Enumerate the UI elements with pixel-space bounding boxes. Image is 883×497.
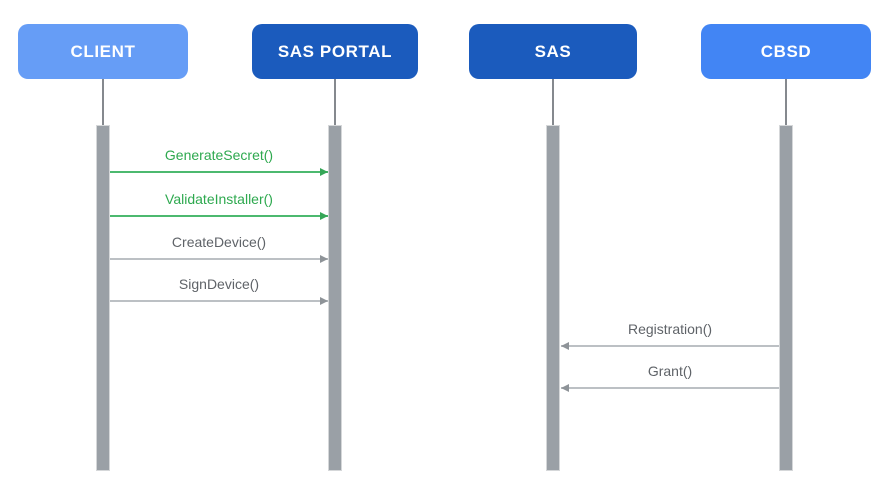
message-label-generatesecret: GenerateSecret(): [164, 147, 274, 163]
actor-label-sas-portal: SAS PORTAL: [277, 41, 393, 61]
actor-label-sas: SAS: [534, 41, 572, 61]
message-label-grant: Grant(): [647, 363, 693, 379]
message-arrow-signdevice: [110, 297, 328, 305]
message-label-createdevice: CreateDevice(): [171, 234, 267, 250]
message-label-registration: Registration(): [627, 321, 713, 337]
actor-box-cbsd: CBSD: [701, 24, 871, 79]
message-arrow-registration: [561, 342, 779, 350]
actor-label-cbsd: CBSD: [760, 41, 812, 61]
arrowhead-left-icon: [561, 384, 569, 392]
message-label-signdevice: SignDevice(): [178, 276, 260, 292]
message-arrow-grant: [561, 384, 779, 392]
arrowhead-right-icon: [320, 255, 328, 263]
lifeline-client: [102, 79, 104, 127]
message-label-validateinstaller: ValidateInstaller(): [165, 191, 273, 207]
arrowhead-right-icon: [320, 297, 328, 305]
arrowhead-right-icon: [320, 168, 328, 176]
arrowhead-left-icon: [561, 342, 569, 350]
lifeline-cbsd: [785, 79, 787, 127]
activation-bar-sas-portal: [328, 125, 342, 471]
message-arrow-validateinstaller: [110, 212, 328, 220]
activation-bar-cbsd: [779, 125, 793, 471]
activation-bar-client: [96, 125, 110, 471]
lifeline-sas-portal: [334, 79, 336, 127]
actor-box-sas-portal: SAS PORTAL: [252, 24, 418, 79]
arrowhead-right-icon: [320, 212, 328, 220]
actor-label-client: CLIENT: [70, 41, 136, 61]
actor-box-sas: SAS: [469, 24, 637, 79]
actor-box-client: CLIENT: [18, 24, 188, 79]
lifeline-sas: [552, 79, 554, 127]
message-arrow-createdevice: [110, 255, 328, 263]
message-arrow-generatesecret: [110, 168, 328, 176]
activation-bar-sas: [546, 125, 560, 471]
